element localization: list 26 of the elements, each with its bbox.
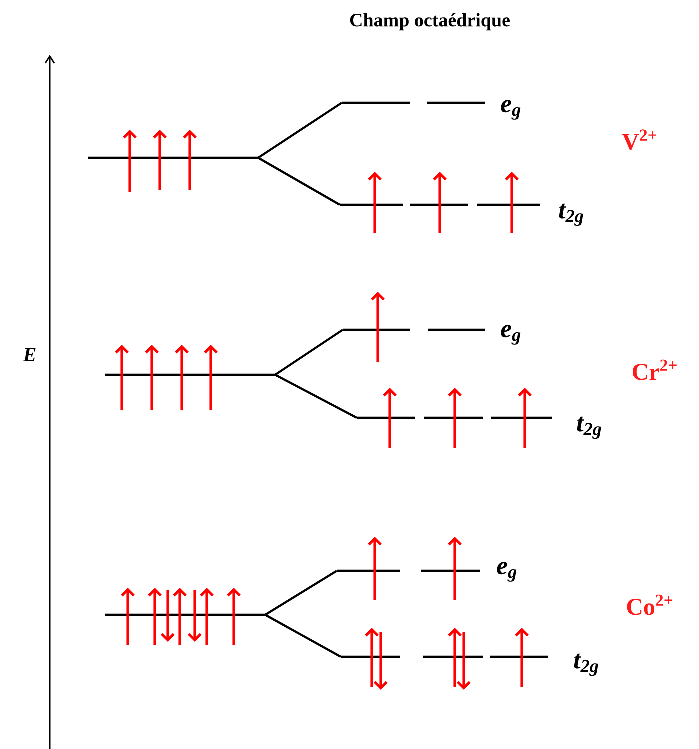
- energy-level: [341, 654, 598, 676]
- splitting-line: [258, 102, 343, 159]
- energy-level: [105, 374, 276, 376]
- splitting-line: [274, 374, 358, 419]
- level-label: t$_{2g}$: [577, 416, 602, 440]
- level-label: e$_{g}$: [501, 100, 521, 120]
- title: Champ octaédrique: [350, 13, 510, 31]
- splitting-line: [258, 157, 341, 206]
- level-label: e$_{g}$: [501, 325, 521, 345]
- energy-level: [88, 156, 258, 160]
- level-label: e$_{g}$: [497, 562, 517, 582]
- level-label: t$_{2g}$: [559, 204, 584, 226]
- level-label: t$_{2g}$: [574, 654, 598, 676]
- splitting-line: [274, 329, 344, 376]
- energy-level: [105, 614, 266, 616]
- splitting-line: [264, 570, 338, 616]
- ion-label: Cr$^{2+}$: [632, 360, 677, 380]
- ion-label: V$^{2+}$: [622, 130, 657, 150]
- energy-level: [342, 100, 521, 120]
- energy-level: [340, 204, 584, 226]
- energy-level: [343, 325, 521, 345]
- ion-label: Co$^{2+}$: [627, 594, 673, 616]
- energy-level: [337, 562, 517, 582]
- axis-label: E: [23, 348, 36, 362]
- splitting-line: [264, 614, 342, 658]
- energy-level: [357, 416, 602, 440]
